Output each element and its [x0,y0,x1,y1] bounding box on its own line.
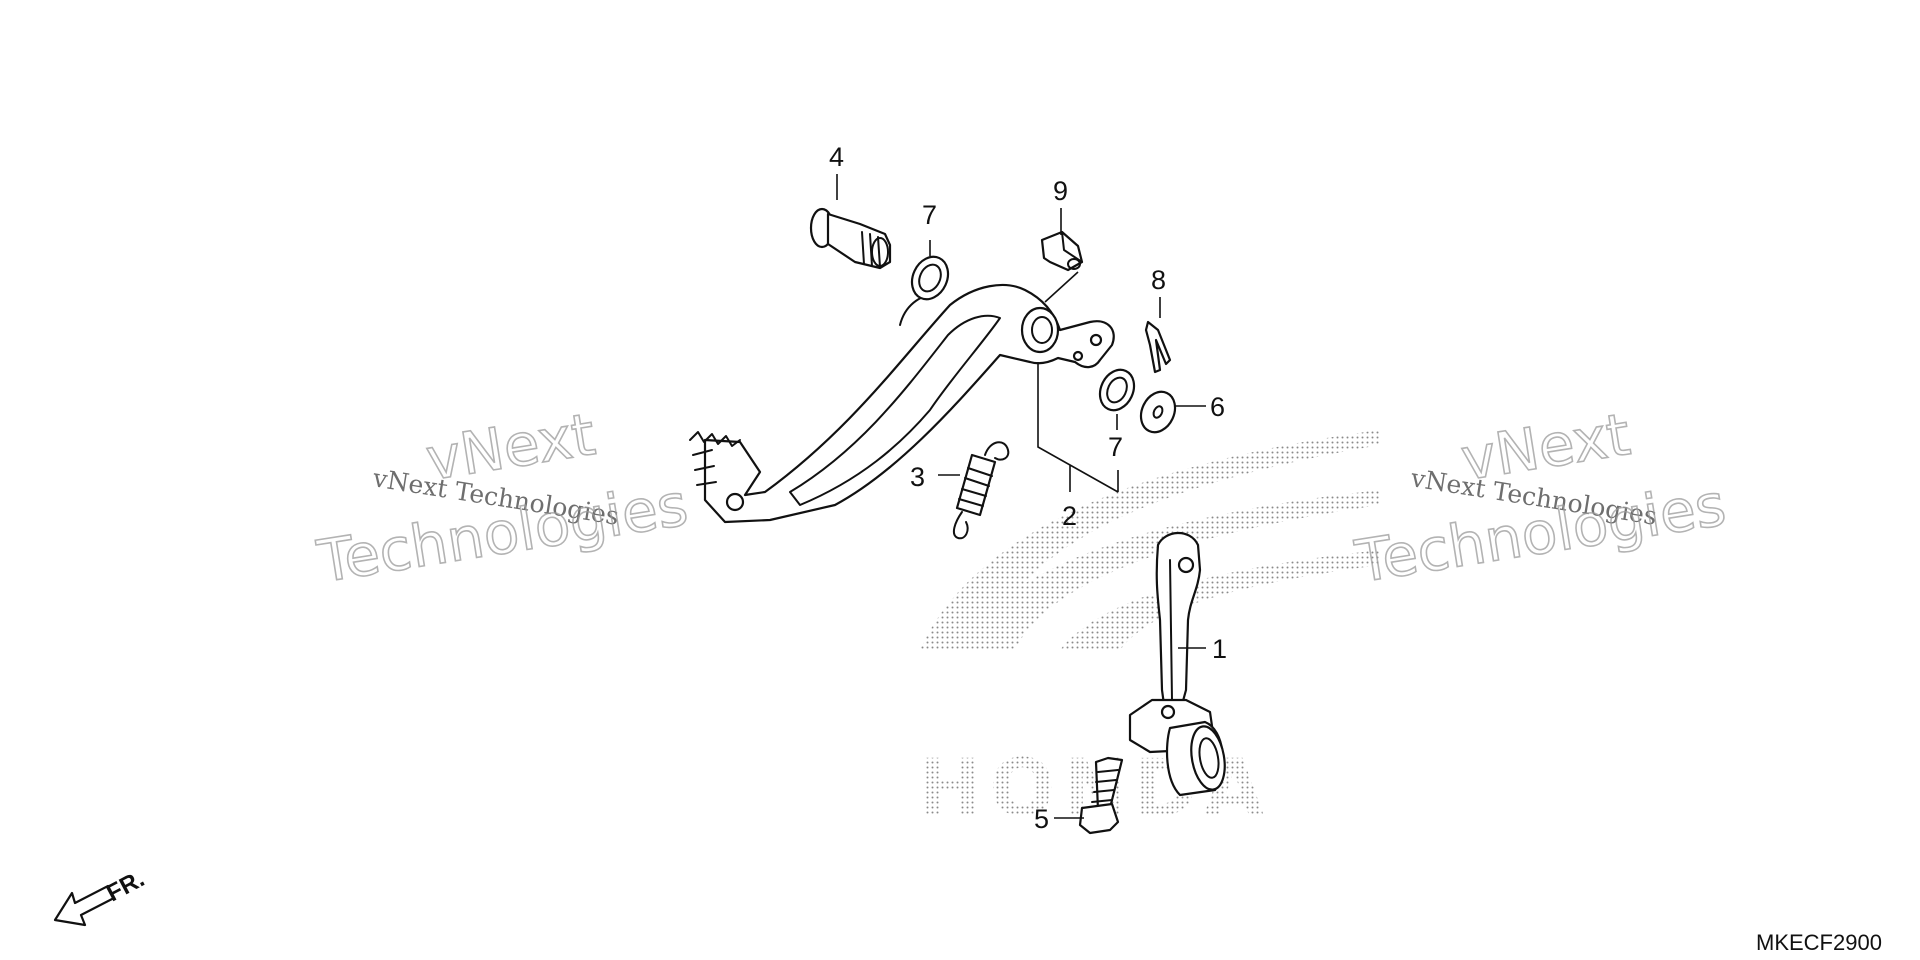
leader-lines [836,174,1206,819]
pivot-bolt-part [809,207,892,270]
callout-numbers: 1 2 3 4 5 6 7 7 8 9 [829,142,1227,834]
watermark-left: vNext Technologies vNext Technologies [312,399,693,596]
clevis-pin-part [1040,230,1084,272]
callout-5: 5 [1034,804,1049,834]
washer-part-upper [910,255,950,301]
callout-4: 4 [829,142,844,172]
front-indicator: FR. [53,865,149,927]
callout-9: 9 [1053,176,1068,206]
callout-6: 6 [1210,392,1225,422]
callout-2: 2 [1062,501,1077,531]
diagram-code: MKECF2900 [1756,930,1882,955]
flange-bolt-part [1078,756,1124,835]
cotter-pin-part [1144,320,1172,374]
callout-8: 8 [1151,265,1166,295]
callout-3: 3 [910,462,925,492]
return-spring-part [952,441,1010,540]
watermark-vnext-left: vNext [422,400,600,494]
front-arrow-icon [53,884,116,927]
brake-pedal-part [689,283,1115,524]
washer-part-lower [1098,368,1136,412]
shift-lever-part [1128,531,1226,797]
watermark-right: vNext Technologies vNext Technologies [1350,399,1731,596]
watermark-vnext-right: vNext [1457,400,1635,494]
callout-1: 1 [1212,634,1227,664]
wing-logo-shape [920,430,1380,650]
callout-7-lower: 7 [1108,432,1123,462]
flat-washer-part [1139,390,1177,434]
callout-7-upper: 7 [922,200,937,230]
